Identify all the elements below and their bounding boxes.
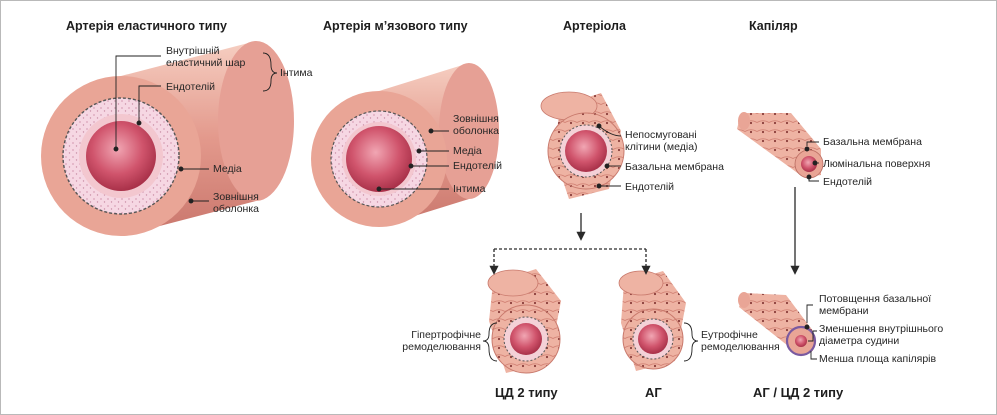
title-muscular-artery: Артерія м’язового типу [323,19,468,33]
label-elastic-endothelium: Ендотелій [166,81,215,93]
label-eutrophic-remodeling: Еутрофічне ремоделювання [701,329,780,353]
label-ag: АГ [645,385,662,400]
arrows [494,187,795,273]
label-dm2: ЦД 2 типу [495,385,558,400]
label-ag-dm2: АГ / ЦД 2 типу [753,385,843,400]
label-inner-elastic-layer: Внутрішній еластичний шар [166,45,245,69]
label-elastic-adventitia: Зовнішня оболонка [213,191,259,215]
label-hypertrophic-remodeling: Гіпертрофічне ремоделювання [389,329,481,353]
label-elastic-intima: Інтима [280,67,312,79]
title-arteriole: Артеріола [563,19,626,33]
label-arteriole-endothelium: Ендотелій [625,181,674,193]
label-muscular-endothelium: Ендотелій [453,160,502,172]
label-muscular-media: Медіа [453,145,482,157]
dm2-vessel-illustration [488,269,561,373]
label-capillary-endothelium: Ендотелій [823,176,872,188]
label-capillary-basal-membrane: Базальна мембрана [823,136,922,148]
capillary-illustration [737,112,823,178]
label-reduced-diameter: Зменшення внутрішнього діаметра судини [819,323,943,347]
label-basal-thickening: Потовщення базальної мембрани [819,293,931,317]
label-luminal-surface: Люмінальна поверхня [823,158,930,170]
label-muscular-intima: Інтима [453,183,485,195]
label-nonstriated-cells: Непосмуговані клітини (медіа) [625,129,698,153]
label-arteriole-basal-membrane: Базальна мембрана [625,161,724,173]
label-smaller-capillary-area: Менша площа капілярів [819,353,936,365]
title-capillary: Капіляр [749,19,798,33]
title-elastic-artery: Артерія еластичного типу [66,19,227,33]
ag-vessel-illustration [619,271,686,371]
label-muscular-adventitia: Зовнішня оболонка [453,113,499,137]
label-elastic-media: Медіа [213,163,242,175]
arteriole-illustration [541,92,624,199]
